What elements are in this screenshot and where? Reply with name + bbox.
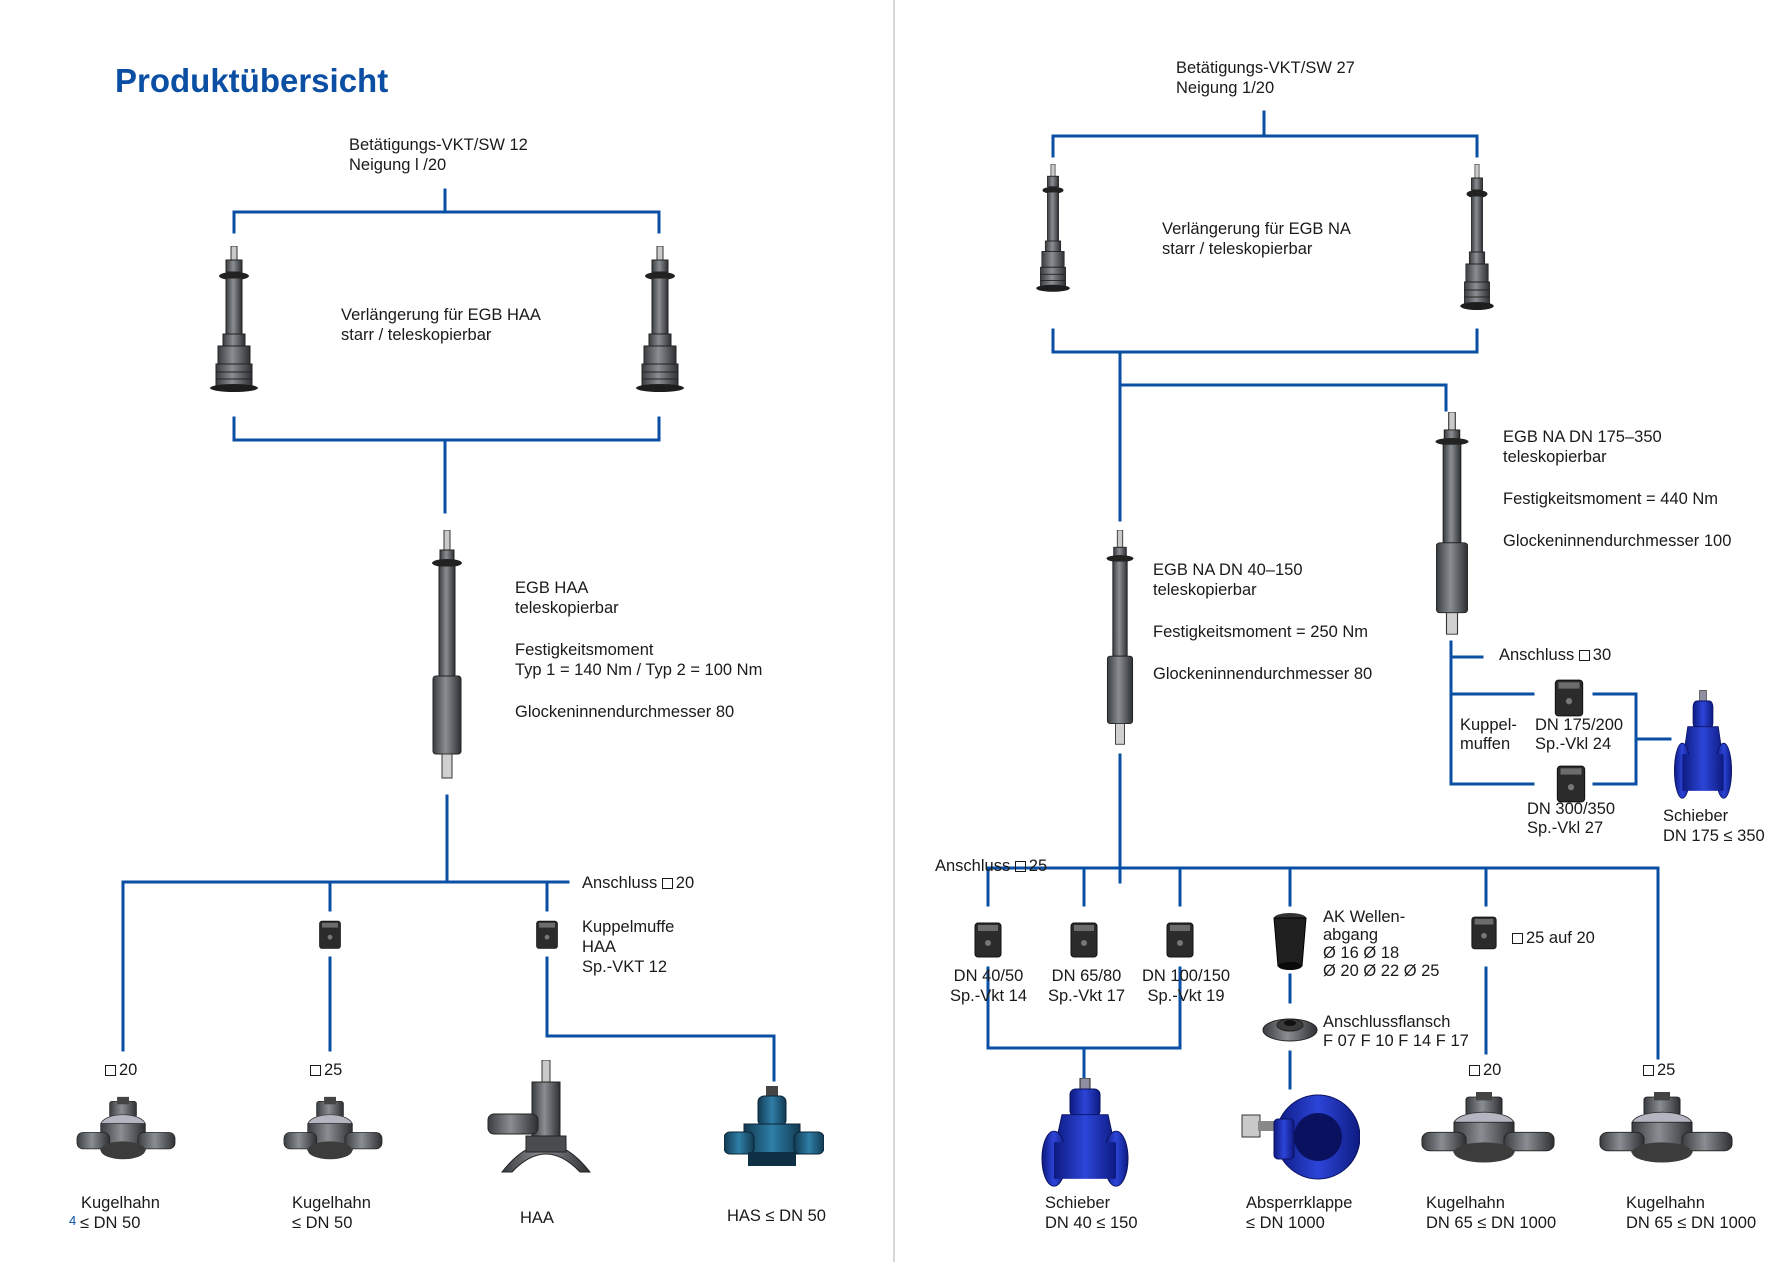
butterfly-valve-image: [1241, 1094, 1360, 1180]
connection-label-left: Anschluss 20: [582, 874, 695, 892]
page-number: 4: [69, 1213, 77, 1228]
coupling-adapter-image: [1470, 912, 1498, 952]
size-label-25: 25: [310, 1060, 342, 1080]
size-label-right-20: 20: [1469, 1060, 1501, 1080]
egb-haa-image: [427, 530, 467, 780]
extension-rigid-image: [204, 246, 264, 406]
coupling-150-image: [1165, 918, 1195, 960]
egb-na-large-label: EGB NA DN 175–350 teleskopierbar Festigk…: [1503, 428, 1732, 550]
square-icon: [1643, 1065, 1654, 1076]
page-divider: [893, 0, 895, 1262]
extension-na-telescopic-image: [1456, 164, 1498, 324]
size-label-20: 20: [105, 1060, 137, 1080]
product-label-haa: HAA: [520, 1209, 554, 1227]
coupling-80-image: [1069, 918, 1099, 960]
ball-valve-image-2: [281, 1095, 385, 1173]
ball-valve-image-1: [74, 1095, 178, 1173]
product-label-absperrklappe: Absperrklappe≤ DN 1000: [1246, 1194, 1353, 1232]
ak-shaft-image: [1273, 913, 1307, 970]
extension-telescopic-image: [630, 246, 690, 406]
square-icon: [1512, 933, 1523, 944]
square-icon: [661, 878, 673, 889]
egb-na-small-label: EGB NA DN 40–150 teleskopierbar Festigke…: [1153, 561, 1373, 683]
coupling-25-image: [318, 918, 342, 950]
square-icon: [310, 1065, 321, 1076]
kuppelmuffen-label: Kuppel-muffen: [1460, 716, 1517, 753]
adapter-label: 25 auf 20: [1512, 928, 1595, 948]
gate-valve-large-image: [1673, 690, 1733, 800]
ball-valve-image-4: [1596, 1092, 1736, 1176]
egb-haa-label: EGB HAA teleskopierbar Festigkeitsmoment…: [515, 579, 763, 721]
coupling-haa-image: [535, 918, 559, 950]
product-label-has: HAS ≤ DN 50: [727, 1207, 826, 1225]
ball-valve-image-3: [1418, 1092, 1558, 1176]
has-valve-image: [724, 1086, 824, 1166]
coupling-50-image: [973, 918, 1003, 960]
egb-na-small-image: [1102, 530, 1138, 746]
coupling-200-image: [1550, 676, 1588, 718]
flange-image: [1262, 1018, 1318, 1042]
product-label-kugelhahn-1: Kugelhahn≤ DN 50: [80, 1194, 160, 1232]
gate-valve-small-image: [1040, 1078, 1130, 1188]
size-label-right-25: 25: [1643, 1060, 1675, 1080]
square-icon: [1014, 861, 1026, 872]
product-label-kugelhahn-2: Kugelhahn≤ DN 50: [292, 1194, 371, 1232]
extension-na-rigid-image: [1032, 164, 1074, 304]
egb-na-large-image: [1430, 412, 1474, 636]
page-title: Produktübersicht: [115, 62, 389, 99]
coupling-350-image: [1552, 762, 1590, 804]
connection-label-30: Anschluss 30: [1499, 646, 1612, 664]
connection-label-25: Anschluss 25: [935, 857, 1048, 875]
square-icon: [1469, 1065, 1480, 1076]
square-icon: [1578, 650, 1590, 661]
square-icon: [105, 1065, 116, 1076]
haa-fitting-image: [487, 1060, 592, 1173]
